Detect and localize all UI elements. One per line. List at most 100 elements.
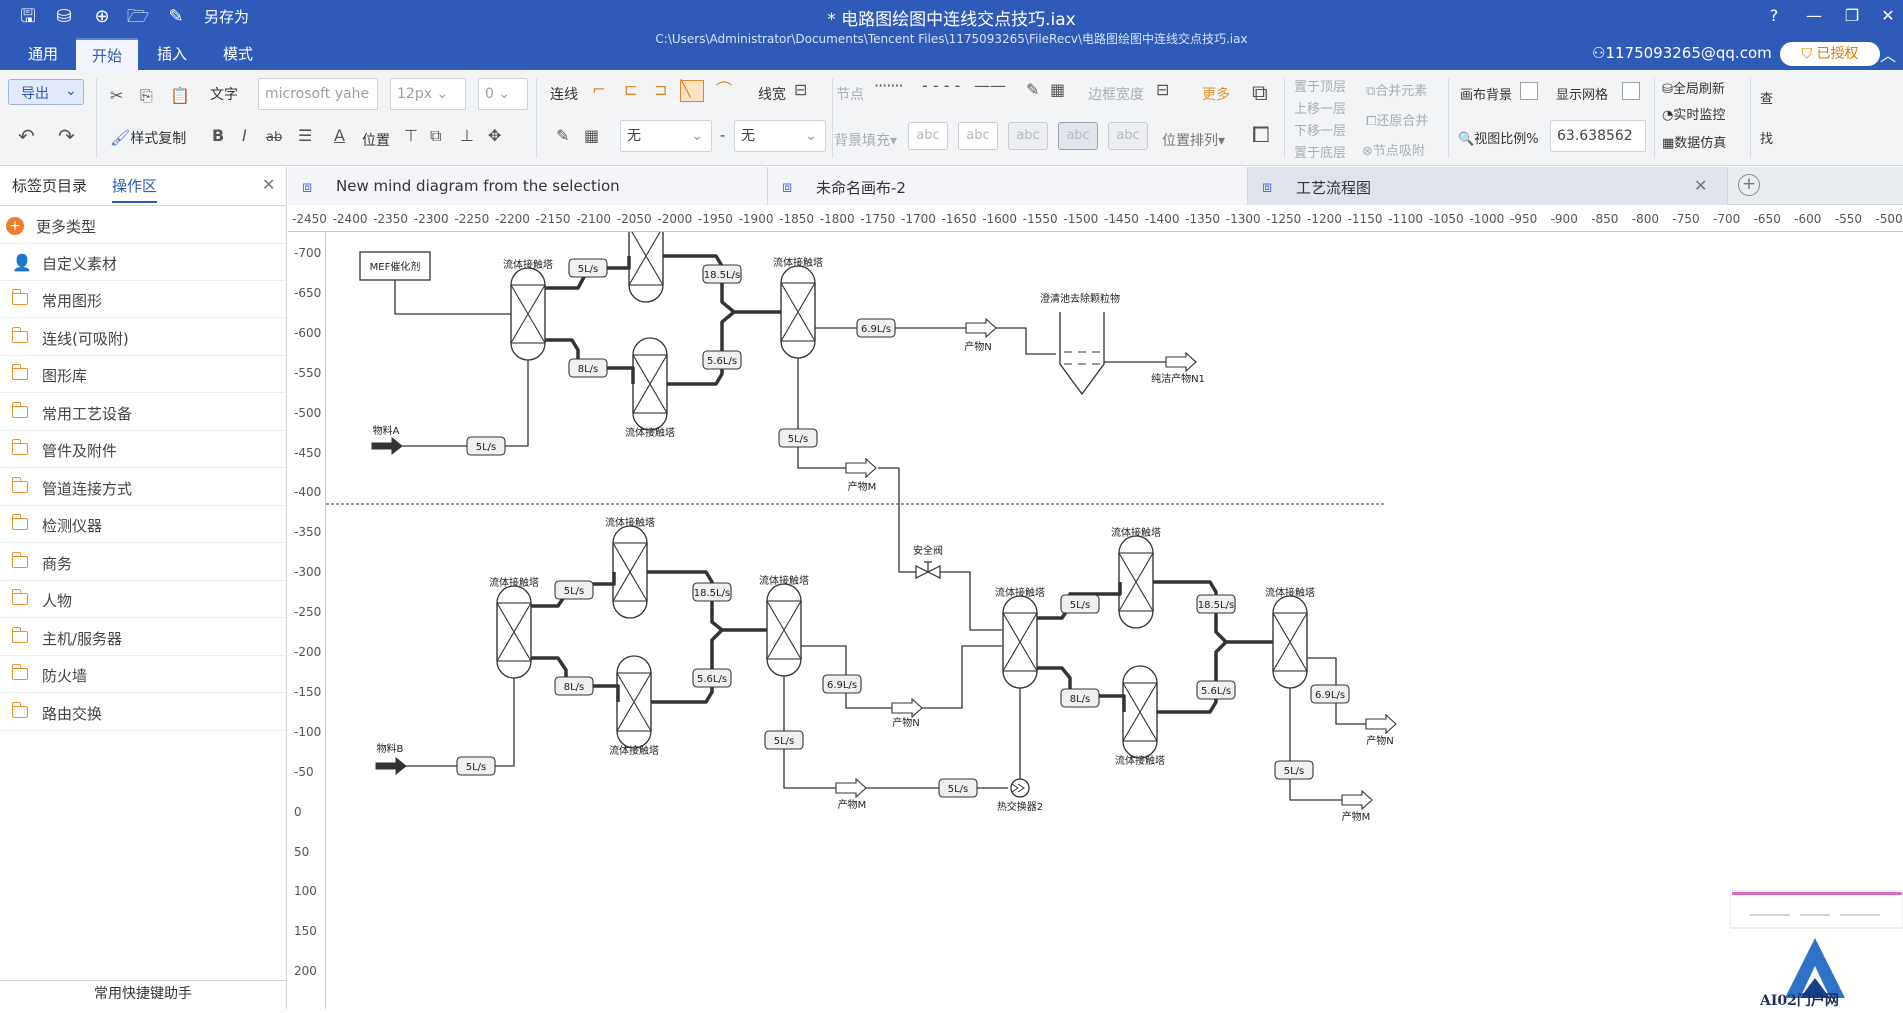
add-tab-icon[interactable]: + — [1738, 174, 1760, 196]
flow-rate-badge[interactable] — [764, 730, 804, 750]
flow-rate-badge[interactable] — [702, 264, 742, 284]
category-item[interactable]: 管道连接方式 — [0, 469, 286, 506]
close-tab-icon[interactable]: ✕ — [1694, 176, 1708, 195]
fill-color-icon[interactable]: ✎ — [1026, 80, 1040, 99]
bring-forward-button[interactable]: 上移一层 — [1294, 102, 1347, 117]
collapse-ribbon-icon[interactable]: ︿ — [1880, 46, 1897, 65]
dotted-line-icon[interactable]: ······· — [874, 76, 904, 95]
more-types-item[interactable]: + 更多类型 — [0, 207, 286, 244]
minimize-icon[interactable]: — — [1806, 6, 1822, 25]
contact-tower[interactable] — [628, 232, 664, 303]
group-icon[interactable]: ⧠ — [1252, 123, 1270, 148]
flow-rate-badge[interactable] — [692, 668, 732, 688]
restore-icon[interactable]: ❐ — [1844, 6, 1860, 25]
flow-rate-badge[interactable] — [692, 582, 732, 602]
category-item[interactable]: 防火墙 — [0, 656, 286, 693]
flow-rate-badge[interactable] — [778, 428, 818, 448]
style-swatch-3[interactable]: abc — [1008, 122, 1048, 150]
shortcut-helper-button[interactable]: 常用快捷键助手 — [0, 980, 286, 1009]
export-button[interactable]: 导出 ⌄ — [8, 79, 84, 105]
category-item[interactable]: 图形库 — [0, 356, 286, 393]
category-item[interactable]: 连线(可吸附) — [0, 319, 286, 356]
format-copy-button[interactable]: 🖌样式复制 — [110, 128, 186, 148]
database-icon[interactable]: ⛁ — [56, 6, 72, 27]
save-as-button[interactable]: 另存为 — [204, 8, 250, 26]
layer-icon[interactable]: ⧉ — [1252, 81, 1268, 106]
diagram-canvas[interactable]: MEF催化剂物料A5L/s流体接触塔流体接触塔流体接触塔流体接触塔5L/s8L/… — [326, 232, 1903, 1009]
dashed-line-icon[interactable]: - - - - — [922, 76, 961, 95]
align-icon[interactable]: ☰ — [298, 126, 313, 145]
doc-tab-process-flow[interactable]: ⧈ 工艺流程图 ✕ — [1248, 167, 1728, 205]
send-to-back-button[interactable]: 置于底层 — [1294, 146, 1347, 161]
flow-rate-badge[interactable] — [938, 778, 978, 798]
send-backward-button[interactable]: 下移一层 — [1294, 124, 1347, 139]
solid-line-icon[interactable]: —— — [974, 76, 1006, 95]
find-button[interactable]: 查 — [1760, 92, 1774, 107]
node-snap-button[interactable]: ⊗节点吸附 — [1362, 140, 1425, 159]
curve-connector-icon[interactable]: ⊐ — [654, 80, 668, 99]
close-icon[interactable]: ✕ — [1881, 6, 1895, 25]
arrow-end-select[interactable]: 无⌄ — [734, 120, 826, 152]
close-icon[interactable]: ✕ — [262, 175, 276, 194]
flow-rate-badge[interactable] — [856, 318, 896, 338]
menu-tab-insert[interactable]: 插入 — [156, 45, 187, 63]
restore-merge-button[interactable]: ⧠还原合并 — [1366, 110, 1428, 129]
position-label[interactable]: 位置 — [362, 133, 390, 149]
outlet-arrow[interactable] — [1341, 789, 1373, 811]
flow-rate-badge[interactable] — [554, 676, 594, 696]
style-swatch-2[interactable]: abc — [958, 122, 998, 150]
outlet-arrow[interactable] — [835, 777, 867, 799]
open-folder-icon[interactable]: 🗁 — [126, 6, 150, 27]
auth-badge[interactable]: ⛉ 已授权 — [1780, 42, 1880, 66]
background-fill-dropdown[interactable]: 背景填充▾ — [834, 133, 898, 149]
redo-icon[interactable]: ↷ — [58, 124, 75, 148]
border-width-label[interactable]: 边框宽度 — [1088, 87, 1144, 103]
find-button-2[interactable]: 找 — [1760, 132, 1774, 147]
category-item[interactable]: 管件及附件 — [0, 431, 286, 468]
flow-rate-badge[interactable] — [1196, 594, 1236, 614]
straight-connector-icon[interactable]: ╲ — [680, 80, 704, 102]
line-color-icon[interactable]: ✎ — [556, 126, 570, 145]
sedimentation-tank[interactable] — [1059, 312, 1105, 396]
edit-icon[interactable]: ✎ — [168, 6, 184, 27]
border-width-icon[interactable]: ⊟ — [1156, 80, 1170, 99]
category-item[interactable]: 商务 — [0, 544, 286, 581]
catalyst-box[interactable] — [359, 251, 431, 281]
arrow-start-select[interactable]: 无⌄ — [620, 120, 712, 152]
align-bottom-icon[interactable]: ⊥ — [460, 126, 474, 145]
undo-icon[interactable]: ↶ — [18, 124, 35, 148]
cut-icon[interactable]: ✂ — [110, 86, 124, 105]
inlet-arrow[interactable] — [375, 756, 407, 776]
line-pattern-icon[interactable]: ▦ — [584, 126, 600, 145]
font-color-icon[interactable]: A — [334, 126, 345, 145]
strikethrough-icon[interactable]: ab — [266, 130, 283, 145]
global-refresh-button[interactable]: ⛁全局刷新 — [1662, 78, 1725, 97]
flow-rate-badge[interactable] — [1060, 594, 1100, 614]
category-item[interactable]: 常用工艺设备 — [0, 394, 286, 431]
flow-rate-badge[interactable] — [822, 674, 862, 694]
tab-tag-directory[interactable]: 标签页目录 — [12, 177, 88, 195]
outlet-arrow[interactable] — [845, 457, 877, 479]
outlet-arrow[interactable] — [965, 317, 997, 339]
arc-connector-icon[interactable]: ⌒ — [716, 80, 733, 99]
flow-rate-badge[interactable] — [466, 436, 506, 456]
letter-spacing-select[interactable]: 0 ⌄ — [478, 78, 528, 110]
category-item[interactable]: 主机/服务器 — [0, 619, 286, 656]
category-item[interactable]: 人物 — [0, 581, 286, 618]
new-file-icon[interactable]: ⊕ — [94, 6, 110, 27]
save-icon[interactable]: 🖫 — [20, 6, 36, 27]
show-grid-checkbox[interactable] — [1622, 82, 1640, 100]
process-flow-diagram[interactable]: MEF催化剂物料A5L/s流体接触塔流体接触塔流体接触塔流体接触塔5L/s8L/… — [326, 232, 1903, 1009]
flow-rate-badge[interactable] — [568, 258, 608, 278]
outlet-arrow[interactable] — [1365, 713, 1397, 735]
inlet-arrow[interactable] — [371, 436, 403, 456]
menu-tab-mode[interactable]: 模式 — [222, 45, 253, 63]
arrange-dropdown[interactable]: 位置排列▾ — [1162, 133, 1226, 149]
view-scale-input[interactable]: 63.638562 — [1550, 120, 1646, 152]
menu-tab-start[interactable]: 开始 — [76, 38, 138, 70]
italic-icon[interactable]: I — [242, 126, 247, 145]
move-icon[interactable]: ✥ — [488, 126, 502, 145]
style-swatch-4[interactable]: abc — [1058, 122, 1098, 150]
doc-tab-mind-diagram[interactable]: ⧈ New mind diagram from the selection — [288, 167, 768, 205]
flow-rate-badge[interactable] — [554, 580, 594, 600]
